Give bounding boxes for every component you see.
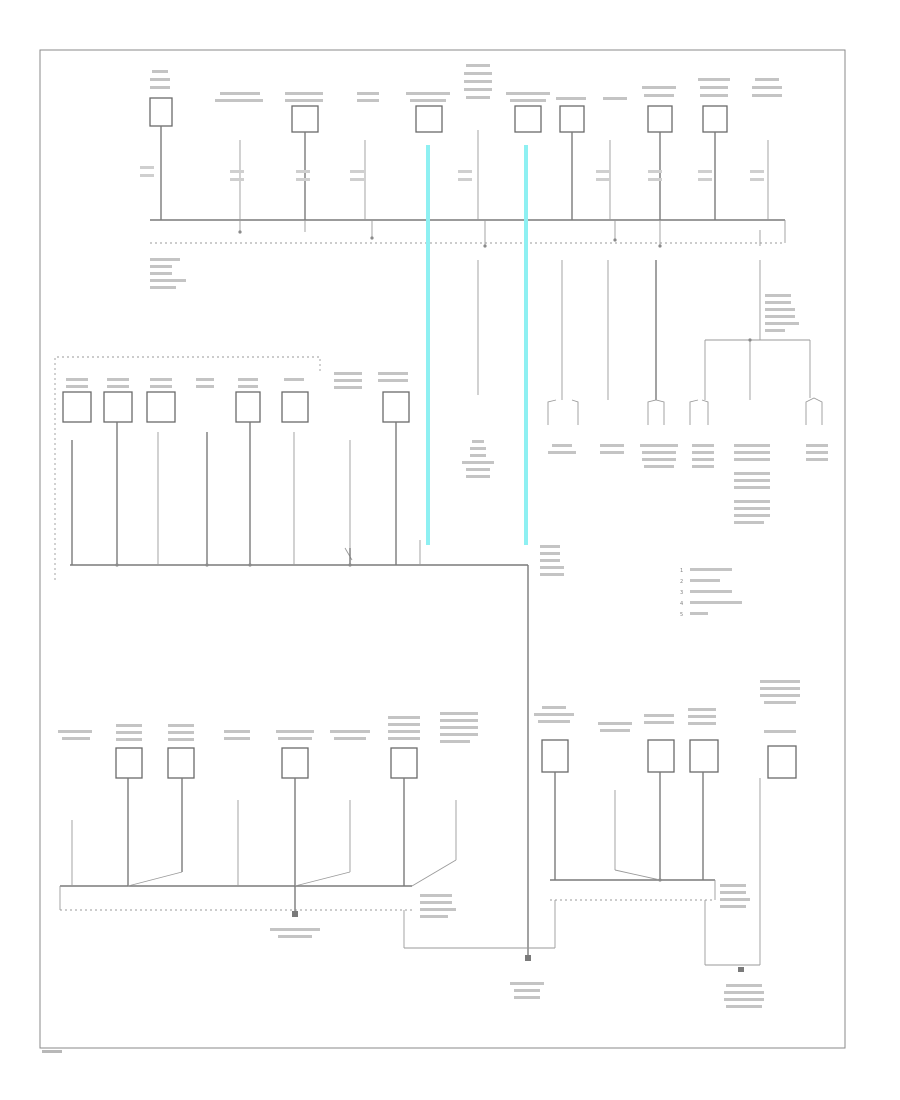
component-box-m3 — [146, 391, 176, 423]
ground-point-main — [525, 955, 531, 961]
component-box-b2 — [167, 747, 195, 779]
bottom-right-section — [510, 680, 800, 1008]
page-mark — [42, 1050, 62, 1053]
top-section — [140, 64, 786, 289]
middle-right-labels — [462, 294, 828, 524]
component-box-t1 — [149, 97, 173, 127]
component-box-t6 — [647, 105, 673, 133]
component-box-m2 — [103, 391, 133, 423]
ground-point-left — [292, 911, 298, 917]
diagram-frame — [39, 49, 846, 1049]
component-box-t4 — [514, 105, 542, 133]
legend-num-1: 1 — [680, 568, 683, 574]
component-box-b5 — [541, 739, 569, 773]
component-box-m4 — [235, 391, 261, 423]
component-box-b7 — [689, 739, 719, 773]
component-box-t3 — [415, 105, 443, 133]
legend-num-2: 2 — [680, 579, 683, 585]
module-group-dashed — [54, 356, 321, 580]
component-box-t5 — [559, 105, 585, 133]
legend-num-4: 4 — [680, 601, 683, 607]
component-box-t2 — [291, 105, 319, 133]
highlighted-circuits — [426, 145, 528, 545]
legend: 1 2 3 4 5 — [680, 568, 742, 618]
legend-num-3: 3 — [680, 590, 683, 596]
bottom-right-labels — [510, 680, 800, 1008]
middle-left-section — [54, 356, 564, 960]
bottom-left-labels — [58, 712, 478, 938]
component-box-b8 — [767, 745, 797, 779]
component-box-m1 — [62, 391, 92, 423]
component-box-m5 — [281, 391, 309, 423]
bottom-left-section — [58, 712, 528, 949]
component-box-b3 — [281, 747, 309, 779]
component-box-b4 — [390, 747, 418, 779]
middle-left-labels — [66, 372, 564, 576]
ground-point-right — [738, 967, 744, 972]
component-box-t7 — [702, 105, 728, 133]
component-box-m6 — [382, 391, 410, 423]
top-labels — [140, 64, 782, 289]
component-box-b6 — [647, 739, 675, 773]
component-box-b1 — [115, 747, 143, 779]
legend-num-5: 5 — [680, 612, 683, 618]
middle-right-section — [462, 260, 828, 524]
